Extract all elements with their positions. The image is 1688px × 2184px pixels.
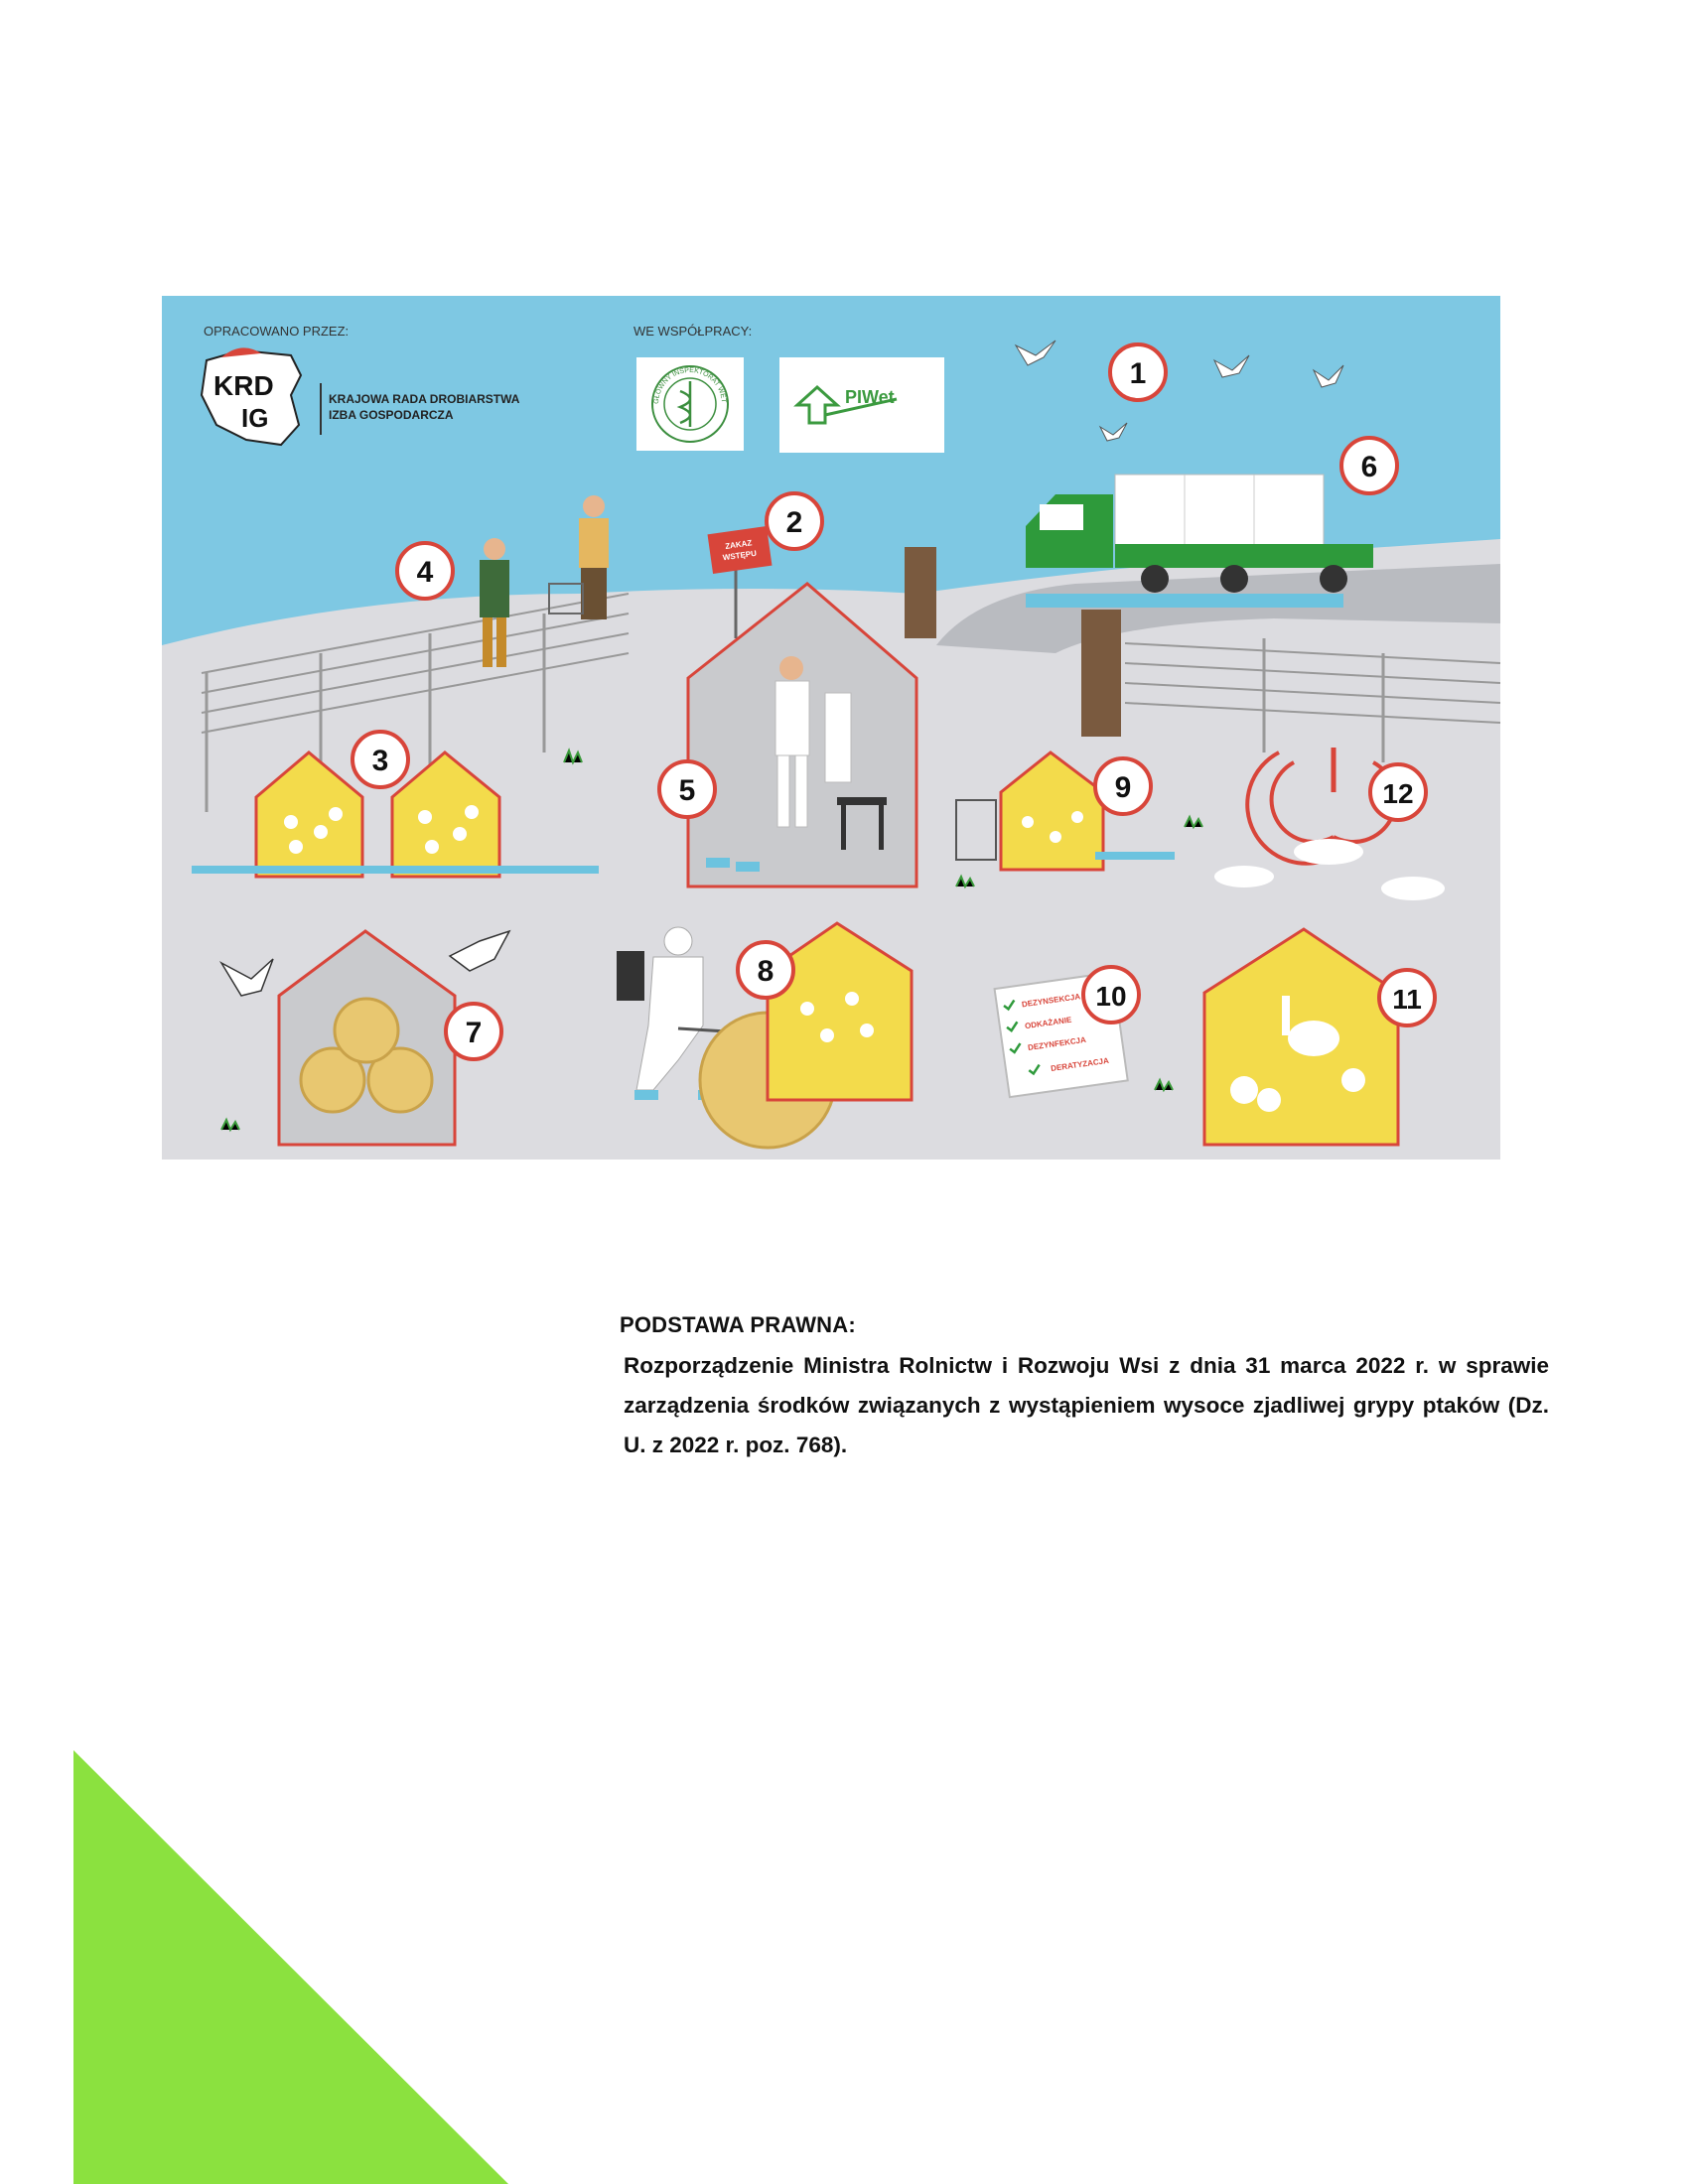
poultry-house-8: [766, 921, 914, 1102]
svg-text:6: 6: [1361, 451, 1378, 483]
changing-room: [686, 582, 918, 888]
svg-text:5: 5: [679, 774, 696, 807]
disinfection-worker: [617, 926, 744, 1100]
svg-text:11: 11: [1392, 984, 1422, 1015]
hay-storage: [277, 929, 457, 1147]
marker-9: 9: [1093, 756, 1153, 816]
krd-logo: KRD IG KRAJOWA RADA DROBIARSTWA IZBA GOS…: [200, 347, 520, 447]
gate-door-2: [1081, 610, 1121, 737]
prepared-by-label: OPRACOWANO PRZEZ:: [204, 324, 349, 339]
krd-name-line1: KRAJOWA RADA DROBIARSTWA: [329, 392, 520, 406]
no-entry-sign: ZAKAZ WSTĘPU: [707, 526, 773, 638]
svg-text:10: 10: [1095, 981, 1126, 1012]
piwet-logo: PIWet: [779, 357, 944, 453]
svg-text:8: 8: [758, 955, 774, 988]
marker-11: 11: [1377, 968, 1437, 1027]
storks: [218, 929, 511, 997]
gate-door: [905, 547, 936, 638]
marker-8: 8: [736, 940, 795, 1000]
legal-basis-heading: PODSTAWA PRAWNA:: [620, 1312, 856, 1337]
alarm-dead-birds: [1214, 748, 1445, 900]
svg-text:12: 12: [1382, 778, 1413, 809]
svg-text:2: 2: [786, 506, 803, 539]
marker-3: 3: [351, 730, 410, 789]
piwet-logo-text: PIWet: [845, 387, 895, 407]
svg-text:9: 9: [1115, 771, 1132, 804]
marker-6: 6: [1339, 436, 1399, 495]
grass-tufts: [220, 748, 1203, 1133]
poultry-house-3b: [390, 751, 501, 879]
biosecurity-infographic: OPRACOWANO PRZEZ: WE WSPÓŁPRACY: KRD IG …: [162, 296, 1500, 1160]
marker-1: 1: [1108, 342, 1168, 402]
krd-name-line2: IZBA GOSPODARCZA: [329, 408, 454, 422]
svg-text:3: 3: [372, 745, 389, 777]
flying-birds: [1014, 340, 1344, 442]
marker-2: 2: [765, 491, 824, 551]
legal-basis-section: PODSTAWA PRAWNA: Rozporządzenie Ministra…: [620, 1312, 1549, 1465]
fences: [201, 593, 1500, 812]
marker-5: 5: [657, 759, 717, 819]
cooperation-label: WE WSPÓŁPRACY:: [633, 324, 752, 339]
svg-text:1: 1: [1130, 357, 1147, 390]
krd-logo-line2: IG: [241, 403, 268, 433]
road: [936, 564, 1500, 653]
truck: [1026, 474, 1373, 608]
marker-12: 12: [1368, 762, 1428, 822]
corner-shape: [73, 1750, 508, 2184]
green-corner-triangle: [73, 1750, 508, 2184]
marker-7: 7: [444, 1002, 503, 1061]
legal-basis-text: Rozporządzenie Ministra Rolnictw i Rozwo…: [624, 1353, 1549, 1457]
poultry-house-9: [955, 751, 1175, 872]
marker-4: 4: [395, 541, 455, 601]
people-visitors: [480, 495, 609, 667]
svg-text:7: 7: [466, 1017, 483, 1049]
marker-10: 10: [1081, 965, 1141, 1024]
poultry-house-11: [1202, 927, 1400, 1147]
svg-text:4: 4: [417, 556, 434, 589]
krd-logo-line1: KRD: [213, 370, 274, 401]
water-line-left: [192, 866, 599, 874]
sign-line1: ZAKAZ: [725, 538, 753, 551]
poultry-house-3a: [254, 751, 364, 879]
